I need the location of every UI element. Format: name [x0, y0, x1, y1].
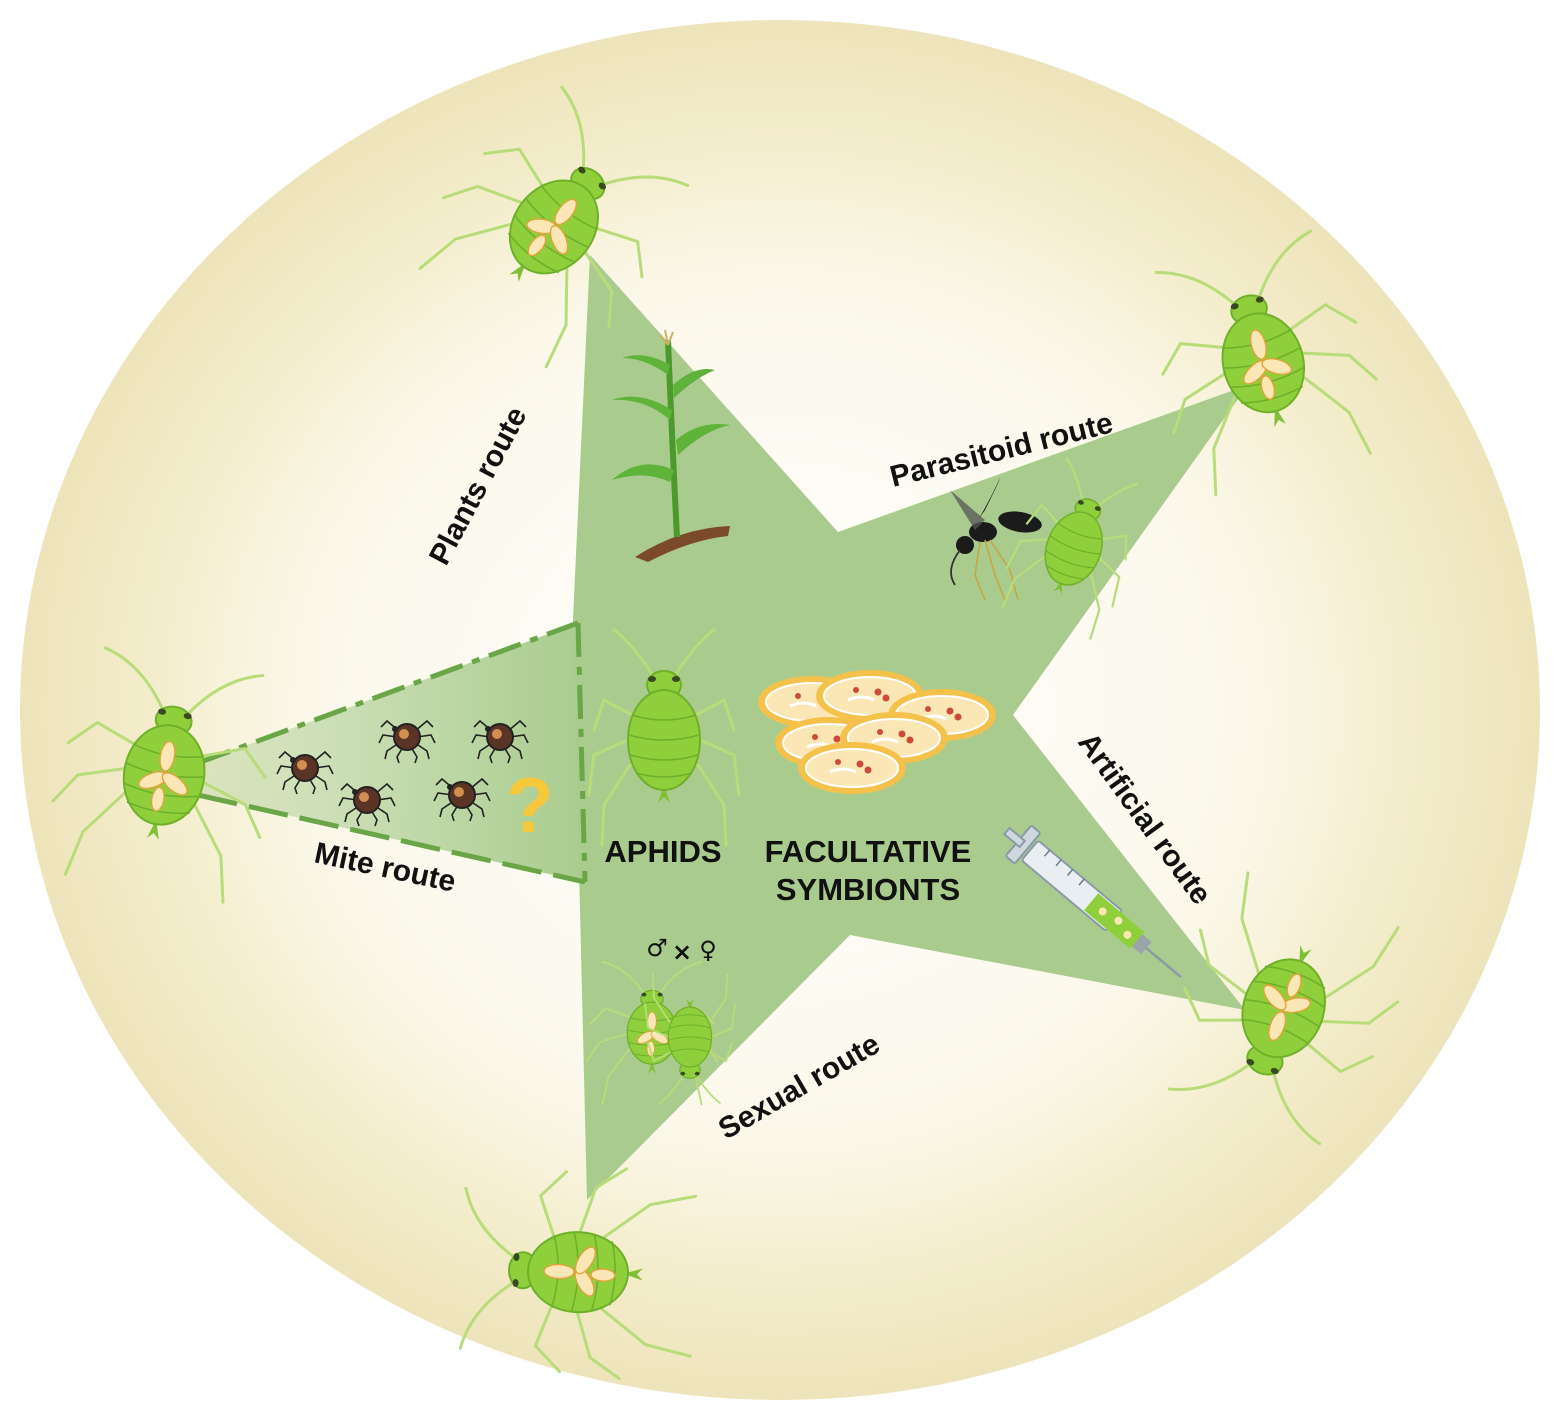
facultative-label: FACULTATIVE	[765, 834, 972, 869]
syringe-icon	[1002, 825, 1182, 978]
female-symbol: ♀	[699, 936, 717, 964]
male-symbol: ♂	[646, 934, 668, 962]
question-mark-icon: ?	[506, 761, 554, 849]
plant-icon	[612, 329, 730, 562]
cross-symbol: ×	[672, 938, 692, 966]
mite-route-wedge	[198, 623, 585, 882]
wasp-icon	[950, 478, 1042, 601]
mite-route-dashed-outline	[197, 620, 588, 883]
symbionts-label: SYMBIONTS	[776, 872, 960, 907]
aphids-label: APHIDS	[604, 834, 721, 869]
symbiont-icon	[796, 740, 908, 796]
